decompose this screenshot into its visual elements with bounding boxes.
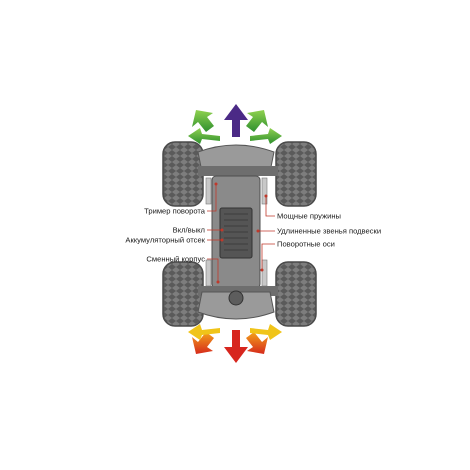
- arrow-right-bottom: [250, 324, 282, 340]
- label-axles: Поворотные оси: [277, 240, 335, 249]
- label-springs: Мощные пружины: [277, 212, 341, 221]
- arrow-down-right: [246, 332, 268, 354]
- arrow-up-left: [192, 110, 214, 132]
- callout-labels: Тример поворота Вкл/выкл Аккумуляторный …: [125, 207, 381, 264]
- label-trim: Тример поворота: [144, 207, 206, 216]
- label-links: Удлиненные звенья подвески: [277, 227, 381, 236]
- spring-rear-left: [205, 259, 212, 287]
- arrow-left: [188, 128, 220, 144]
- chassis: [197, 144, 278, 320]
- wheel-front-right: [275, 141, 317, 207]
- wheels: [162, 141, 317, 327]
- arrow-right: [250, 128, 282, 144]
- arrow-up-right: [246, 110, 268, 132]
- spring-rear-right: [261, 259, 268, 287]
- arrow-up: [224, 104, 248, 137]
- arrow-left-bottom: [188, 324, 220, 340]
- bottom-direction-arrows: [188, 324, 282, 363]
- wheel-front-left: [162, 141, 204, 207]
- front-axle: [198, 166, 278, 176]
- spring-front-left: [205, 177, 212, 205]
- wheel-rear-right: [275, 261, 317, 327]
- label-battery: Аккумуляторный отсек: [125, 236, 205, 245]
- battery-ribs: [224, 213, 248, 251]
- front-bumper: [197, 144, 275, 173]
- arrow-down-left: [192, 332, 214, 354]
- spring-front-right: [261, 177, 268, 205]
- label-body: Сменный корпус: [146, 255, 205, 264]
- wheel-rear-left: [162, 261, 204, 327]
- motor: [228, 290, 244, 306]
- leader-lines: [207, 182, 275, 284]
- arrow-down: [224, 330, 248, 363]
- top-direction-arrows: [188, 104, 282, 144]
- label-power: Вкл/выкл: [173, 226, 205, 235]
